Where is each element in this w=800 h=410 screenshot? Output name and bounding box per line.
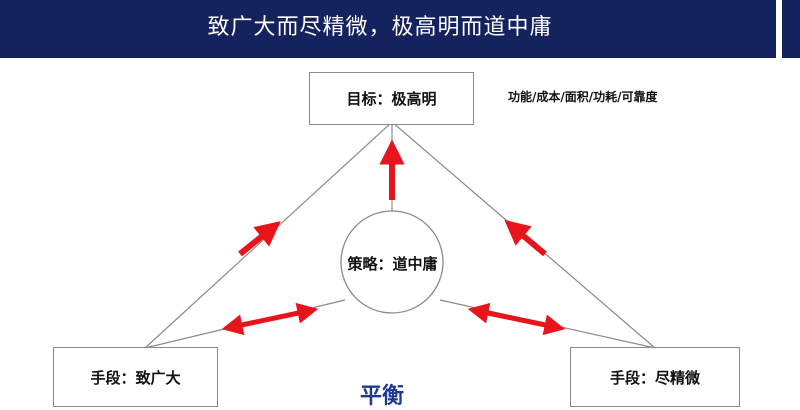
means-right-box: 手段：尽精微 — [570, 347, 740, 407]
arrow-right-balance — [467, 302, 566, 336]
arrow-left-to-goal — [238, 221, 281, 257]
strategy-circle — [340, 210, 444, 314]
banner-divider — [776, 0, 782, 58]
means-right-label: 手段：尽精微 — [609, 368, 700, 387]
goal-box: 目标：极高明 — [309, 72, 474, 125]
goal-label: 目标：极高明 — [346, 90, 437, 108]
arrow-left-balance — [221, 302, 319, 336]
balance-label: 平衡 — [360, 384, 405, 409]
means-left-box: 手段：致广大 — [53, 347, 218, 407]
title-banner: 致广大而尽精微，极高明而道中庸 — [0, 0, 800, 58]
page-title: 致广大而尽精微，极高明而道中庸 — [207, 15, 553, 40]
arrow-right-to-goal — [504, 219, 547, 257]
strategy-diagram — [144, 121, 656, 349]
goal-metrics-note: 功能/成本/面积/功耗/可靠度 — [508, 90, 658, 104]
means-left-label: 手段：致广大 — [90, 368, 181, 387]
strategy-label: 策略：道中庸 — [347, 255, 438, 273]
